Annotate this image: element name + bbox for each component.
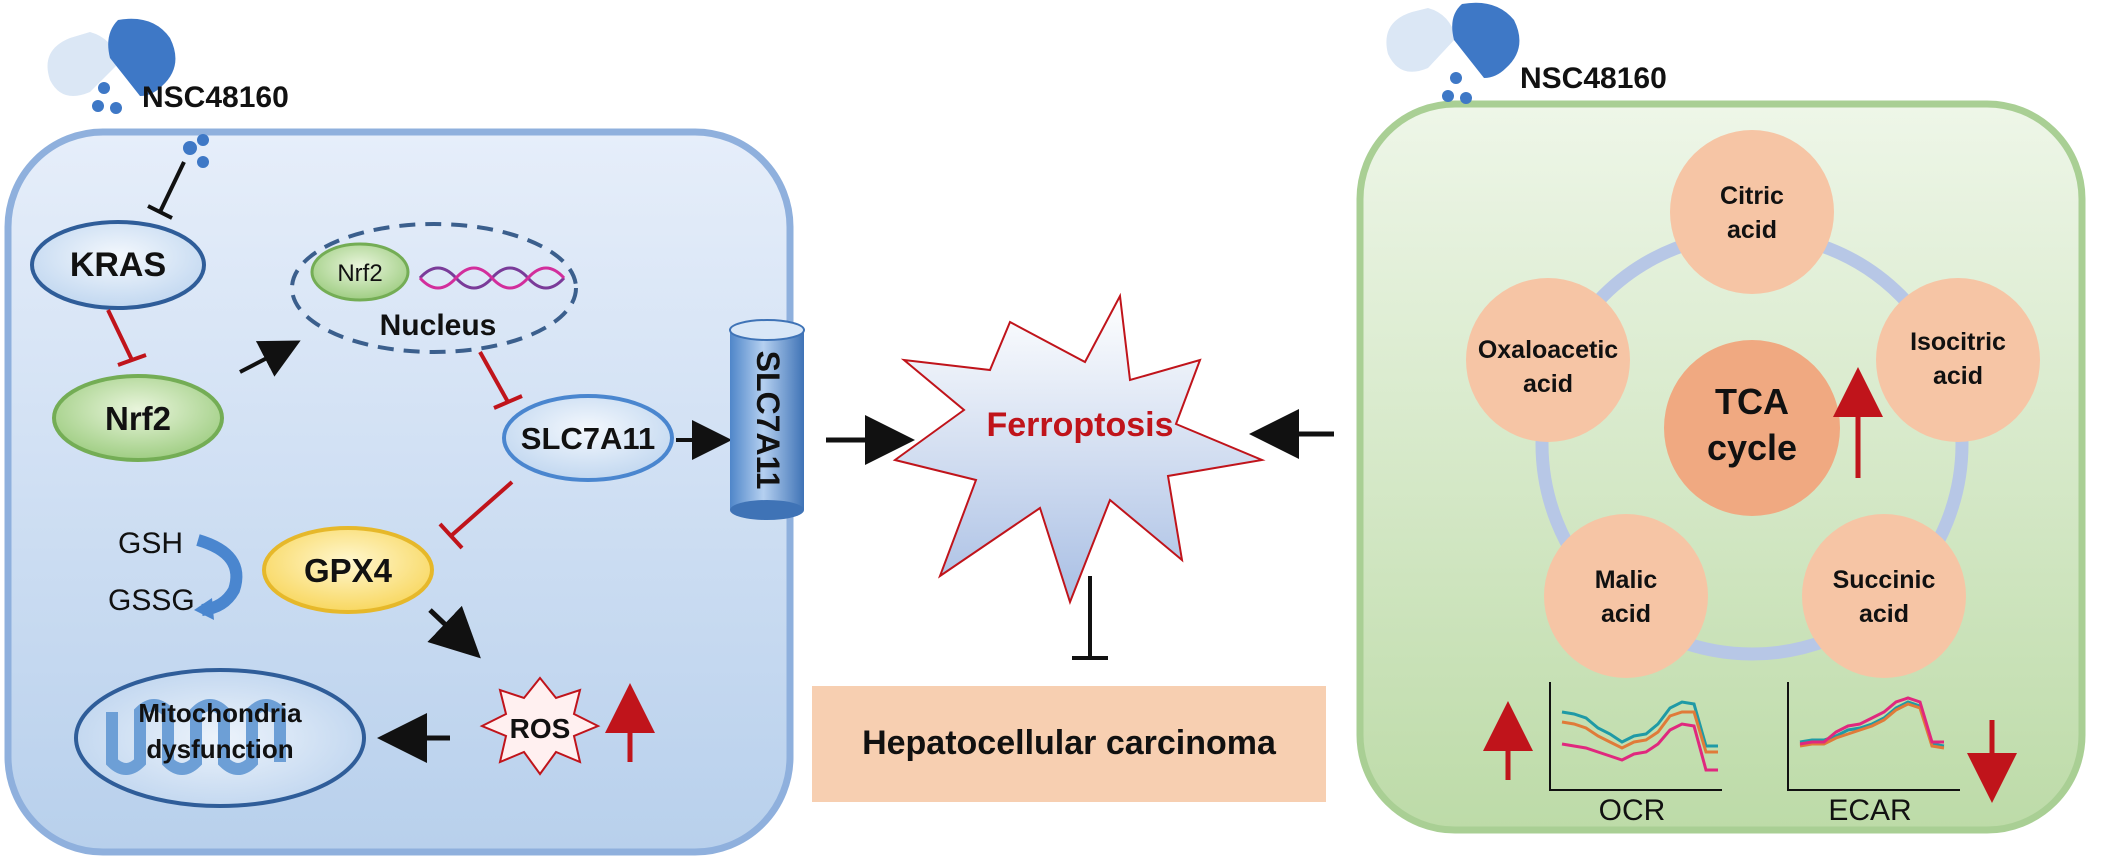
slc7a11-label: SLC7A11 xyxy=(521,421,655,456)
ros-label: ROS xyxy=(510,713,571,744)
nucleus-label: Nucleus xyxy=(380,309,497,342)
mito-label-line1: Mitochondria xyxy=(138,698,302,728)
drug-label-right: NSC48160 xyxy=(1520,62,1667,95)
citric-line1: Citric xyxy=(1720,182,1784,210)
tca-cycle-node xyxy=(1664,340,1840,516)
drug-dots-icon xyxy=(183,134,209,168)
succinic-line1: Succinic xyxy=(1833,566,1936,594)
ecar-series-pink xyxy=(1799,696,1944,746)
succinic-line2: acid xyxy=(1859,600,1909,628)
nucleus xyxy=(290,222,578,354)
kras-label: KRAS xyxy=(70,246,166,284)
ocr-mini-chart xyxy=(1549,682,1722,791)
oxaloacetic-line1: Oxaloacetic xyxy=(1478,336,1618,364)
isocitric-line1: Isocitric xyxy=(1910,328,2006,356)
succinic-acid-node xyxy=(1802,514,1966,678)
drug-inhibits-kras xyxy=(158,161,186,213)
dna-icon xyxy=(418,266,566,290)
tca-label-line2: cycle xyxy=(1707,427,1797,468)
citric-line2: acid xyxy=(1727,216,1777,244)
gpx4-label: GPX4 xyxy=(304,552,393,589)
inhibit-bar xyxy=(147,204,173,220)
inhibit-bar-red-2 xyxy=(493,394,523,410)
capsule-icon xyxy=(47,18,176,114)
ocr-series-pink xyxy=(1561,722,1718,772)
mito-label-line2: dysfunction xyxy=(146,734,293,764)
nrf2-to-nucleus-arrow xyxy=(239,340,301,377)
malic-line1: Malic xyxy=(1595,566,1658,594)
nucleus-inhibits-slc7a11 xyxy=(478,351,510,403)
ocr-series-teal xyxy=(1561,700,1718,748)
ferroptosis-burst xyxy=(892,292,1266,605)
ecar-series-orange xyxy=(1799,702,1945,750)
slc7a11-node xyxy=(502,394,674,482)
tca-label-line1: TCA xyxy=(1715,381,1789,422)
ecar-mini-chart xyxy=(1787,682,1960,791)
oxaloacetic-acid-node xyxy=(1466,278,1630,442)
inhibit-bar-red-3 xyxy=(438,522,464,550)
slc7a11-transporter xyxy=(729,319,805,520)
isocitric-acid-node xyxy=(1876,278,2040,442)
nrf2-label: Nrf2 xyxy=(105,400,171,437)
ferroptosis-label: Ferroptosis xyxy=(986,406,1173,444)
cycle-arrowhead xyxy=(194,598,214,620)
nucleus-nrf2-label: Nrf2 xyxy=(337,260,382,287)
inhibit-bar-red xyxy=(117,353,147,367)
ocr-label: OCR xyxy=(1599,794,1666,827)
hcc-label: Hepatocellular carcinoma xyxy=(862,724,1277,762)
malic-acid-node xyxy=(1544,514,1708,678)
gsh-label: GSH xyxy=(118,527,183,560)
gpx4-node xyxy=(262,526,434,614)
slc7a11-inhibits-gpx4 xyxy=(450,480,514,537)
oxaloacetic-line2: acid xyxy=(1523,370,1573,398)
transporter-label: SLC7A11 xyxy=(750,351,786,490)
hcc-box xyxy=(812,686,1326,802)
ros-burst xyxy=(479,676,601,776)
capsule-icon-right xyxy=(1386,2,1520,104)
gsh-gssg-cycle-icon xyxy=(196,534,243,616)
isocitric-line2: acid xyxy=(1933,362,1983,390)
malic-line2: acid xyxy=(1601,600,1651,628)
nrf2-node xyxy=(52,374,224,462)
gpx4-to-ros-arrow xyxy=(427,605,481,659)
kras-inhibits-nrf2 xyxy=(106,309,134,361)
kras-node xyxy=(30,220,206,310)
nucleus-nrf2-node xyxy=(310,242,410,302)
ocr-series-orange xyxy=(1561,710,1718,754)
ecar-label: ECAR xyxy=(1828,794,1911,827)
mito-cristae xyxy=(106,699,286,775)
gssg-label: GSSG xyxy=(108,584,195,617)
citric-acid-node xyxy=(1670,130,1834,294)
drug-label-left: NSC48160 xyxy=(142,81,289,114)
